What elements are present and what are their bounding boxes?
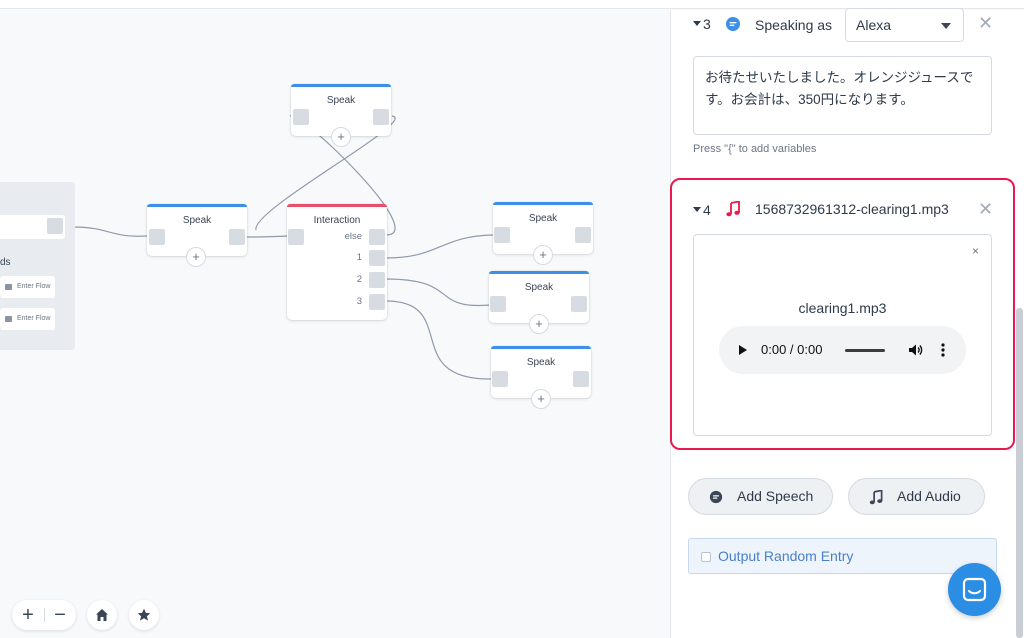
- speech-bubble-icon: [709, 490, 723, 504]
- voice-select-value: Alexa: [856, 17, 892, 33]
- output-port[interactable]: [229, 229, 245, 245]
- chat-icon: [962, 577, 987, 602]
- output-port-3[interactable]: [369, 294, 385, 310]
- block-accent-bar: [489, 271, 589, 274]
- speech-text-field[interactable]: お待たせいたしました。オレンジジュースです。お会計は、350円になります。: [693, 56, 992, 135]
- input-port[interactable]: [492, 371, 508, 387]
- audio-player: 0:00 / 0:00: [719, 326, 966, 374]
- remove-item-button[interactable]: ✕: [978, 13, 994, 33]
- speech-bubble-icon: [726, 17, 740, 31]
- enter-flow-label: Enter Flow: [17, 283, 51, 290]
- flow-icon: [5, 284, 12, 290]
- random-entry-checkbox[interactable]: [701, 552, 711, 562]
- block-accent-bar: [147, 204, 247, 207]
- block-accent-bar: [291, 84, 391, 87]
- block-title: Speak: [182, 215, 212, 226]
- group-label: ds: [0, 257, 11, 268]
- audio-file-name: clearing1.mp3: [798, 300, 887, 316]
- more-options-icon[interactable]: [941, 343, 945, 357]
- star-icon: [137, 608, 151, 621]
- audio-filename: 1568732961312-clearing1.mp3: [755, 201, 949, 217]
- item-index: 4: [703, 202, 711, 218]
- audio-upload-box: [693, 234, 992, 436]
- audio-item-highlight: [670, 178, 1015, 450]
- enter-flow-label: Enter Flow: [17, 315, 51, 322]
- item-index: 3: [703, 16, 711, 32]
- block-title: Speak: [528, 213, 558, 224]
- block-accent-bar: [287, 204, 387, 207]
- zoom-out-button[interactable]: −: [54, 604, 66, 626]
- enter-flow-button[interactable]: Enter Flow: [0, 276, 55, 298]
- block-title: Speak: [526, 357, 556, 368]
- remove-item-button[interactable]: ✕: [978, 199, 994, 219]
- output-port[interactable]: [373, 109, 389, 125]
- top-border: [0, 0, 1024, 9]
- audio-progress-track[interactable]: [845, 349, 885, 352]
- block-title: Speak: [326, 95, 356, 106]
- add-speech-button[interactable]: Add Speech: [688, 478, 833, 515]
- connection-wires: [72, 115, 494, 380]
- output-port-else[interactable]: [369, 229, 385, 245]
- output-port[interactable]: [573, 371, 589, 387]
- volume-icon[interactable]: [907, 342, 923, 358]
- output-random-entry-option[interactable]: Output Random Entry: [688, 538, 997, 574]
- output-port-2[interactable]: [369, 272, 385, 288]
- output-port[interactable]: [575, 227, 591, 243]
- interaction-block[interactable]: Interaction else 1 2 3: [287, 204, 387, 320]
- output-label-else: else: [344, 231, 362, 242]
- zoom-divider: [44, 608, 45, 622]
- output-label-1: 1: [356, 252, 362, 263]
- input-port[interactable]: [293, 109, 309, 125]
- home-button[interactable]: [87, 600, 117, 630]
- add-speech-label: Add Speech: [737, 488, 814, 504]
- block-title: Speak: [524, 282, 554, 293]
- random-entry-label: Output Random Entry: [718, 548, 854, 564]
- home-icon: [96, 609, 108, 621]
- zoom-in-button[interactable]: +: [22, 604, 34, 626]
- speaking-as-label: Speaking as: [755, 17, 833, 33]
- collapse-caret-icon[interactable]: [693, 207, 701, 212]
- favorite-button[interactable]: [129, 600, 159, 630]
- output-label-3: 3: [356, 296, 362, 307]
- add-step-button[interactable]: +: [529, 314, 549, 334]
- flow-canvas[interactable]: ds Enter Flow Enter Flow Speak + Speak +…: [0, 10, 670, 638]
- block-title: Interaction: [313, 215, 361, 226]
- voice-select[interactable]: Alexa: [845, 8, 964, 42]
- audio-time: 0:00 / 0:00: [761, 342, 823, 357]
- play-icon[interactable]: [739, 345, 747, 355]
- music-note-icon: [869, 490, 883, 505]
- enter-flow-button[interactable]: Enter Flow: [0, 308, 55, 330]
- add-audio-button[interactable]: Add Audio: [848, 478, 985, 515]
- add-step-button[interactable]: +: [531, 389, 551, 409]
- chat-support-button[interactable]: [948, 563, 1001, 616]
- variables-hint: Press "{" to add variables: [693, 143, 817, 155]
- collapse-caret-icon[interactable]: [693, 21, 701, 26]
- input-port[interactable]: [494, 227, 510, 243]
- block-accent-bar: [493, 202, 593, 205]
- flow-icon: [5, 316, 12, 322]
- output-port[interactable]: [47, 218, 63, 234]
- clear-audio-button[interactable]: ×: [972, 244, 980, 258]
- zoom-controls: + −: [12, 600, 76, 630]
- chevron-down-icon: [941, 23, 951, 29]
- panel-scrollbar[interactable]: [1016, 308, 1023, 638]
- output-port[interactable]: [571, 296, 587, 312]
- block-accent-bar: [491, 346, 591, 349]
- speak-block[interactable]: Speak: [491, 346, 591, 398]
- output-label-2: 2: [356, 274, 362, 285]
- music-note-icon: [726, 201, 740, 217]
- editor-panel: [670, 10, 1024, 638]
- flow-group[interactable]: ds Enter Flow Enter Flow: [0, 182, 75, 350]
- input-port[interactable]: [149, 229, 165, 245]
- add-step-button[interactable]: +: [331, 127, 351, 147]
- add-audio-label: Add Audio: [897, 488, 961, 504]
- input-port[interactable]: [288, 229, 304, 245]
- output-port-1[interactable]: [369, 250, 385, 266]
- add-step-button[interactable]: +: [186, 247, 206, 267]
- input-port[interactable]: [490, 296, 506, 312]
- add-step-button[interactable]: +: [533, 245, 553, 265]
